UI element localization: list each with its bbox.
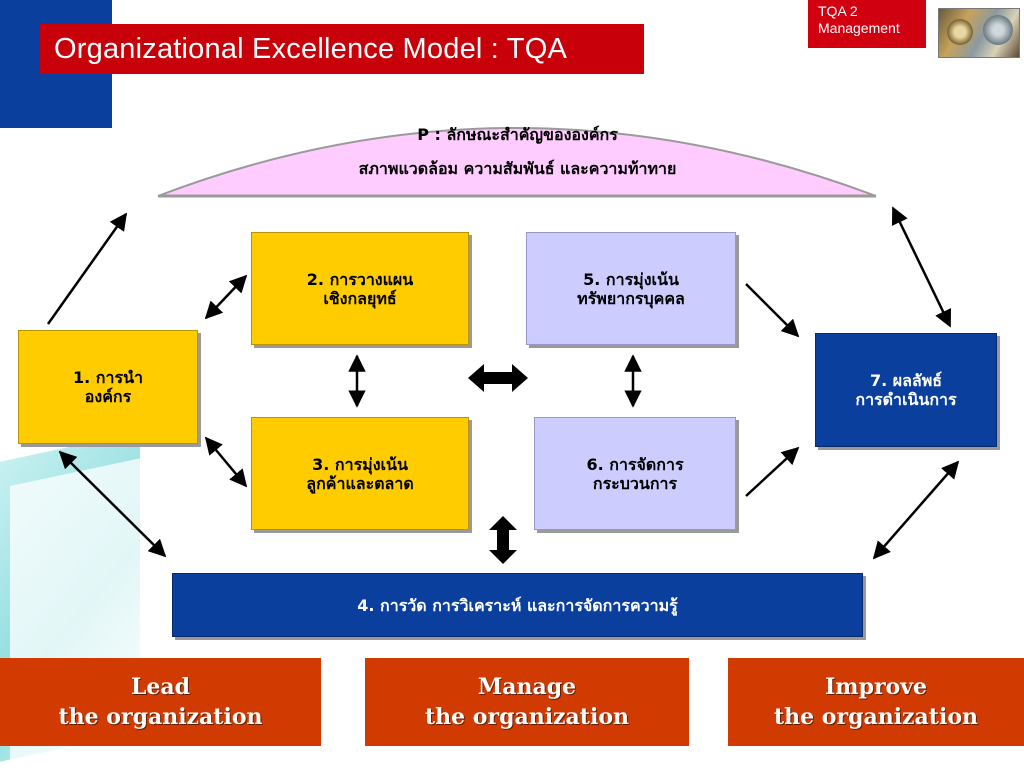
box-number: 5. [583,269,601,289]
footer-line-1: Improve [825,674,927,700]
box-measurement-analysis: 4. การวัด การวิเคราะห์ และการจัดการความร… [172,573,863,637]
footer-line-1: Manage [477,674,577,700]
arrow-workforce-results [745,283,800,338]
magnifier-icon [983,15,1013,45]
box-label-line-2: ทรัพยากรบุคคล [577,288,685,308]
box-label-line-2: กระบวนการ [592,473,678,493]
box-customer-focus: 3. การมุ่งเน้น ลูกค้าและตลาด [251,417,469,530]
block-arrow-horizontal [468,364,528,392]
footer-line-2: the organization [58,704,263,730]
footer-lead: Lead the organization [0,658,321,746]
box-label-line-2: องค์กร [84,387,132,406]
box-label-line-1: การวางแผน [329,269,414,289]
box-number: 1. [73,368,91,387]
box-label-line-2: เชิงกลยุทธ์ [323,288,397,308]
badge-line-2: Management [818,20,900,36]
arrow-leadership-strategy [204,274,248,320]
box-label-line-2: ลูกค้าและตลาด [306,473,414,493]
box-workforce-focus: 5. การมุ่งเน้น ทรัพยากรบุคคล [526,232,736,345]
arrow-leadership-measurement [58,450,167,558]
profile-line-1: P : ลักษณะสำคัญขององค์กร [417,125,618,144]
badge-line-1: TQA 2 [818,3,858,19]
footer-manage: Manage the organization [365,658,689,746]
profile-arch [157,127,877,197]
box-number: 3. [312,454,330,474]
slide-title: Organizational Excellence Model : TQA [40,24,644,74]
arrow-measurement-results [872,460,960,560]
box-label-line-1: การจัดการ [609,454,684,474]
box-results: 7. ผลลัพธ์ การดำเนินการ [815,333,997,447]
box-label-line-1: ผลลัพธ์ [892,371,943,390]
profile-text: P : ลักษณะสำคัญขององค์กร สภาพแวดล้อม ควา… [160,118,875,186]
arrow-profile-to-results [891,206,952,328]
footer-line-2: the organization [773,704,978,730]
arrow-process-results [745,446,800,497]
box-label-line-1: การวัด การวิเคราะห์ และการจัดการความรู้ [380,595,678,615]
box-label-line-1: การมุ่งเน้น [605,269,679,289]
footer-line-1: Lead [130,674,191,700]
arrow-leadership-customer [204,436,248,488]
box-label-line-1: การมุ่งเน้น [334,454,408,474]
footer-improve: Improve the organization [728,658,1024,746]
gear-icon [947,19,973,45]
box-label-line-1: การนำ [95,368,143,387]
box-number: 4. [357,595,375,615]
box-number: 7. [869,371,888,390]
block-arrow-vertical [489,516,517,564]
box-number: 6. [586,454,604,474]
box-leadership: 1. การนำ องค์กร [18,330,198,444]
arrow-leadership-to-profile [46,212,128,325]
box-label-line-2: การดำเนินการ [855,390,957,409]
course-badge: TQA 2 Management [808,0,926,48]
box-number: 2. [306,269,324,289]
logo-image [938,8,1020,58]
box-strategic-planning: 2. การวางแผน เชิงกลยุทธ์ [251,232,469,345]
footer-line-2: the organization [424,704,629,730]
box-process-management: 6. การจัดการ กระบวนการ [534,417,736,530]
profile-line-2: สภาพแวดล้อม ความสัมพันธ์ และความท้าทาย [358,159,677,178]
